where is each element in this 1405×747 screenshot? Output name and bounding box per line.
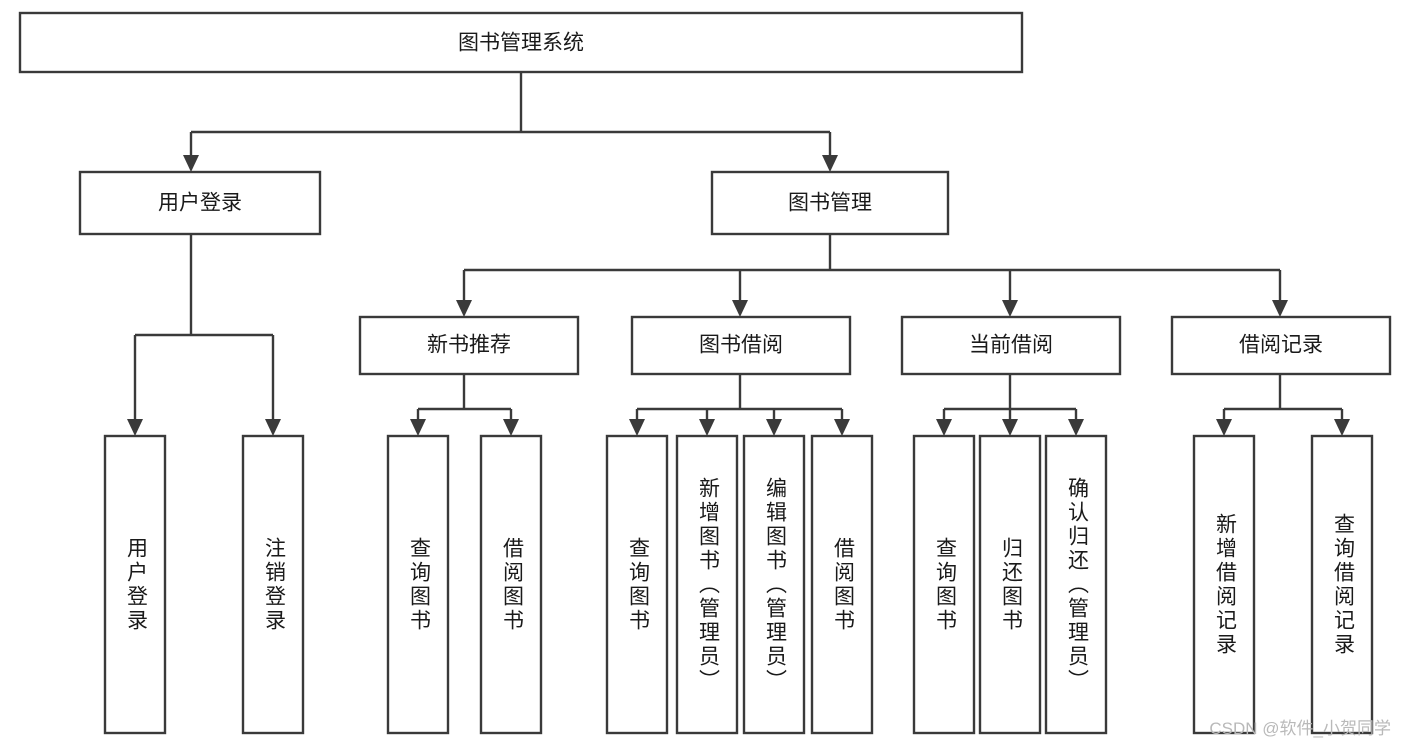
node-leaf-user-login[interactable]: 用户登录 [103,434,167,735]
node-leaf-borrow-book-2[interactable]: 借阅图书 [810,434,874,735]
node-book-borrow-label: 图书借阅 [699,334,783,357]
node-leaf-logout-box[interactable] [241,434,305,735]
node-leaf-add-record-box[interactable] [1192,434,1256,735]
node-book-management-label: 图书管理 [788,192,872,215]
node-new-book-recommend-label: 新书推荐 [427,334,511,357]
node-leaf-query-book-1[interactable]: 查询图书 [386,434,450,735]
arrowhead-leaf-borrow-book-1 [503,419,519,436]
node-leaf-logout-label: 注销登录 [262,537,286,633]
node-leaf-query-book-2-label: 查询图书 [626,537,650,633]
node-user-login-label: 用户登录 [158,192,242,215]
connector-group-user-login [127,234,281,436]
node-leaf-add-record[interactable]: 新增借阅记录 [1192,434,1256,735]
arrowhead-leaf-edit-book [766,419,782,436]
node-leaf-edit-book-label: 编辑图书（管理员） [763,477,787,693]
node-leaf-logout[interactable]: 注销登录 [241,434,305,735]
arrowhead-user-login [183,155,199,172]
node-leaf-user-login-label: 用户登录 [124,537,148,633]
node-book-borrow-box[interactable] [630,315,852,376]
node-leaf-add-book[interactable]: 新增图书（管理员） [675,434,739,735]
node-leaf-query-record-label: 查询借阅记录 [1331,513,1355,657]
node-user-login-box[interactable] [78,170,322,236]
arrowhead-leaf-user-login [127,419,143,436]
arrowhead-leaf-borrow-book-2 [834,419,850,436]
node-leaf-user-login-box[interactable] [103,434,167,735]
node-book-management[interactable]: 图书管理 [710,170,950,236]
node-leaf-edit-book-box[interactable] [742,434,806,735]
arrowhead-book-management [822,155,838,172]
node-root-system-label: 图书管理系统 [458,32,584,55]
node-leaf-borrow-book-1[interactable]: 借阅图书 [479,434,543,735]
connector-group-root [183,72,838,172]
node-leaf-return-book-box[interactable] [978,434,1042,735]
node-leaf-query-book-1-label: 查询图书 [407,537,431,633]
node-leaf-query-book-1-box[interactable] [386,434,450,735]
node-leaf-add-book-label: 新增图书（管理员） [696,477,720,693]
connector-group-book-borrow [629,374,850,436]
node-leaf-query-record-box[interactable] [1310,434,1374,735]
node-current-borrow[interactable]: 当前借阅 [900,315,1122,376]
node-borrow-record-label: 借阅记录 [1239,334,1323,357]
node-book-management-box[interactable] [710,170,950,236]
node-leaf-confirm-return[interactable]: 确认归还（管理员） [1044,434,1108,735]
connector-group-borrow-record [1216,374,1350,436]
node-leaf-edit-book[interactable]: 编辑图书（管理员） [742,434,806,735]
node-root-system[interactable]: 图书管理系统 [18,11,1024,74]
arrowhead-leaf-query-record [1334,419,1350,436]
arrowhead-leaf-return-book [1002,419,1018,436]
node-leaf-query-book-2[interactable]: 查询图书 [605,434,669,735]
arrowhead-borrow-record [1272,300,1288,317]
arrowhead-leaf-logout [265,419,281,436]
node-book-borrow[interactable]: 图书借阅 [630,315,852,376]
node-leaf-query-book-2-box[interactable] [605,434,669,735]
node-leaf-return-book[interactable]: 归还图书 [978,434,1042,735]
node-leaf-borrow-book-1-box[interactable] [479,434,543,735]
node-root-system-box[interactable] [18,11,1024,74]
connector-group-new-book-recommend [410,374,519,436]
node-user-login[interactable]: 用户登录 [78,170,322,236]
node-leaf-add-book-box[interactable] [675,434,739,735]
node-leaf-borrow-book-1-label: 借阅图书 [500,537,524,633]
node-borrow-record[interactable]: 借阅记录 [1170,315,1392,376]
connector-group-current-borrow [936,374,1084,436]
node-leaf-query-book-3-box[interactable] [912,434,976,735]
node-leaf-query-book-3-label: 查询图书 [933,537,957,633]
arrowhead-leaf-query-book-2 [629,419,645,436]
node-current-borrow-label: 当前借阅 [969,334,1053,357]
node-leaf-borrow-book-2-box[interactable] [810,434,874,735]
arrowhead-current-borrow [1002,300,1018,317]
node-leaf-query-book-3[interactable]: 查询图书 [912,434,976,735]
node-leaf-add-record-label: 新增借阅记录 [1213,513,1237,657]
arrowhead-book-borrow [732,300,748,317]
arrowhead-new-book-recommend [456,300,472,317]
arrowhead-leaf-query-book-1 [410,419,426,436]
node-new-book-recommend[interactable]: 新书推荐 [358,315,580,376]
node-current-borrow-box[interactable] [900,315,1122,376]
node-leaf-confirm-return-label: 确认归还（管理员） [1065,477,1089,693]
node-leaf-return-book-label: 归还图书 [999,537,1023,633]
arrowhead-leaf-query-book-3 [936,419,952,436]
node-borrow-record-box[interactable] [1170,315,1392,376]
node-new-book-recommend-box[interactable] [358,315,580,376]
connector-group-book-management [456,234,1288,317]
node-leaf-borrow-book-2-label: 借阅图书 [831,537,855,633]
arrowhead-leaf-add-book [699,419,715,436]
arrowhead-leaf-confirm-return [1068,419,1084,436]
node-leaf-confirm-return-box[interactable] [1044,434,1108,735]
node-leaf-query-record[interactable]: 查询借阅记录 [1310,434,1374,735]
arrowhead-leaf-add-record [1216,419,1232,436]
